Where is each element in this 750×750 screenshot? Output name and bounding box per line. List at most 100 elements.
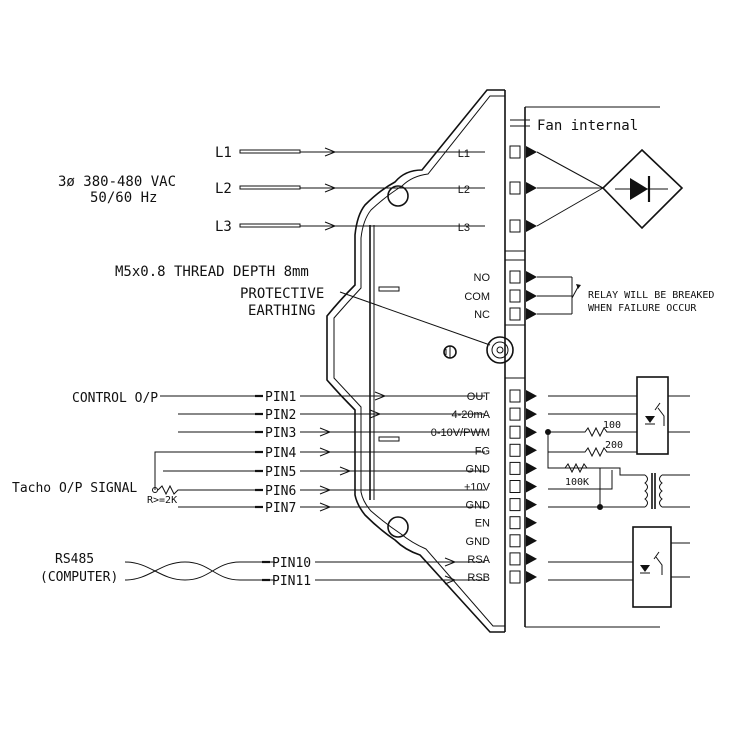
power-terminal-label: L1 — [458, 148, 470, 160]
fan-label: Fan internal — [537, 118, 638, 134]
slot-bottom — [378, 436, 400, 442]
supply-line-wire — [239, 185, 301, 190]
power-terminal-arrow-icon — [526, 220, 537, 232]
supply-freq-label: 50/60 Hz — [90, 190, 157, 206]
relay-terminal-box[interactable] — [509, 270, 521, 284]
power-terminal-box[interactable] — [509, 219, 521, 233]
power-terminal-arrow-icon — [526, 182, 537, 194]
tacho-resistor-label: R>=2K — [147, 495, 177, 506]
pin-label: PIN3 — [265, 426, 296, 441]
relay-note-line1: RELAY WILL BE BREAKED — [588, 290, 714, 301]
supply-phase-label: 3ø 380-480 VAC — [58, 174, 176, 190]
signal-terminal-box[interactable] — [509, 407, 521, 421]
signal-terminal-box[interactable] — [509, 498, 521, 512]
optocoupler-box-top — [636, 376, 669, 455]
signal-terminal-label: GND — [466, 536, 491, 548]
signal-terminal-arrow-icon — [526, 571, 537, 583]
pin-label: PIN1 — [265, 390, 296, 405]
mount-hole-top — [387, 185, 409, 207]
bridge-feed-wire — [536, 151, 604, 189]
rs-pin-arrow-icon — [444, 557, 457, 567]
supply-line-arrow-icon — [324, 183, 337, 193]
protective-label: PROTECTIVE — [240, 286, 324, 302]
transformer-wire-1 — [548, 467, 645, 476]
relay-note-line2: WHEN FAILURE OCCUR — [588, 303, 697, 314]
slot-top — [378, 286, 400, 292]
signal-terminal-box[interactable] — [509, 516, 521, 530]
supply-line-label: L1 — [215, 145, 232, 161]
bridge-feed-wire — [536, 187, 604, 227]
supply-line-label: L3 — [215, 219, 232, 235]
earthing-label: EARTHING — [248, 303, 315, 319]
rs-pin-label: PIN10 — [272, 556, 311, 571]
rs485-label: RS485 — [55, 552, 94, 567]
signal-terminal-label: 4-20mA — [451, 409, 490, 421]
signal-terminal-box[interactable] — [509, 570, 521, 584]
earth-stud — [486, 336, 514, 364]
opto-ray-bottom — [653, 551, 660, 560]
pin-label: PIN4 — [265, 446, 296, 461]
relay-switch-arm — [571, 286, 579, 299]
signal-terminal-label: 0-10V/PWM — [431, 427, 490, 439]
supply-line-label: L2 — [215, 181, 232, 197]
signal-terminal-label: +10V — [464, 482, 491, 494]
earth-stud-core — [496, 346, 504, 354]
signal-terminal-box[interactable] — [509, 552, 521, 566]
pin-arrow-icon — [319, 447, 332, 457]
signal-terminal-arrow-icon — [526, 444, 537, 457]
thread-label: M5x0.8 THREAD DEPTH 8mm — [115, 264, 309, 280]
housing-outer — [326, 89, 505, 633]
signal-terminal-box[interactable] — [509, 534, 521, 548]
relay-terminal-arrow-icon — [526, 308, 537, 320]
earthing-leader — [339, 291, 491, 346]
resistor-100-icon — [548, 426, 637, 438]
power-terminal-box[interactable] — [509, 145, 521, 159]
rs-pin-arrow-icon — [444, 575, 457, 585]
signal-terminal-box[interactable] — [509, 480, 521, 493]
computer-label: (COMPUTER) — [40, 570, 118, 585]
junction-1 — [545, 429, 551, 435]
signal-terminal-arrow-icon — [526, 498, 537, 511]
signal-terminals: OUT4-20mA0-10V/PWMFGGND+10VGNDENGNDRSARS… — [160, 389, 537, 589]
rs485-twist-a — [124, 561, 275, 581]
signal-terminal-arrow-icon — [526, 408, 537, 421]
opto-led-icon-bottom — [640, 565, 650, 572]
relay-terminal-label: NO — [474, 272, 491, 284]
pin-arrow-icon — [319, 427, 332, 437]
relay-terminal-box[interactable] — [509, 289, 521, 303]
pin-arrow-icon — [339, 466, 352, 476]
signal-terminal-arrow-icon — [526, 534, 537, 547]
earth-stud-inner — [491, 341, 509, 359]
relay-terminal-label: NC — [474, 309, 490, 321]
supply-line-arrow-icon — [324, 221, 337, 231]
power-terminal-box[interactable] — [509, 181, 521, 195]
relay-terminal-box[interactable] — [509, 307, 521, 321]
signal-terminal-box[interactable] — [509, 443, 521, 457]
pin-arrow-icon — [374, 391, 387, 401]
resistor-100-label: 100 — [603, 420, 621, 431]
pin-arrow-icon — [369, 409, 382, 419]
supply-line-arrow-icon — [324, 147, 337, 157]
resistor-200-label: 200 — [605, 440, 623, 451]
opto-led-icon-top — [645, 416, 655, 423]
relay-terminal-label: COM — [464, 291, 490, 303]
signal-terminal-arrow-icon — [526, 552, 537, 565]
rs485-twist-b — [124, 561, 275, 581]
signal-terminal-label: EN — [475, 518, 490, 530]
signal-terminal-label: GND — [466, 463, 491, 475]
signal-terminal-label: RSB — [467, 572, 490, 584]
power-terminal-arrow-icon — [526, 146, 537, 158]
opto-ray-top — [654, 402, 661, 411]
rs-pin-label: PIN11 — [272, 574, 311, 589]
signal-terminal-label: FG — [475, 445, 490, 457]
signal-terminal-box[interactable] — [509, 389, 521, 403]
resistor-100k-icon — [547, 452, 601, 489]
supply-line-wire — [239, 223, 301, 228]
signal-terminal-box[interactable] — [509, 425, 521, 439]
power-terminal-label: L3 — [458, 222, 470, 234]
signal-terminal-box[interactable] — [509, 461, 521, 475]
opto-transistor-bottom — [655, 556, 663, 575]
